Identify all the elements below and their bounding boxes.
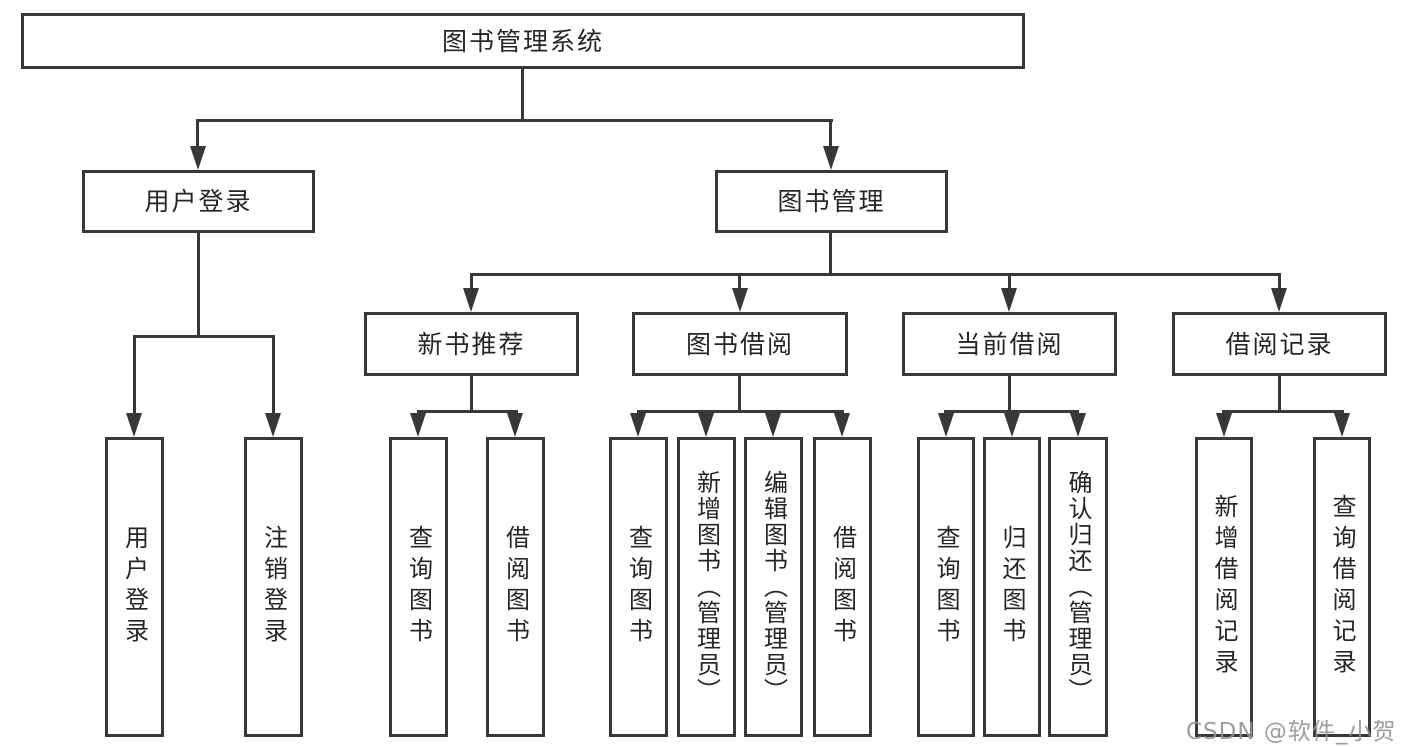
leaf-query-books-borrow: 查询图书	[609, 437, 668, 737]
connector-drop-user-login	[196, 119, 199, 149]
leaf-query-books-current: 查询图书	[917, 437, 975, 737]
connector-drop-leaf-logout	[272, 335, 275, 415]
arrowhead-leaf-10	[1070, 413, 1086, 437]
arrowhead-leaf-5	[698, 413, 714, 437]
connector-drop-recommend	[470, 273, 473, 291]
leaf-edit-books-admin: 编辑图书（管理员）	[744, 437, 803, 737]
connector-recommend-bar	[417, 410, 518, 413]
leaf-query-borrow-record: 查询借阅记录	[1313, 437, 1371, 737]
connector-borrow-bar	[637, 410, 844, 413]
arrowhead-borrow	[732, 288, 748, 312]
connector-level2-bar	[196, 119, 833, 122]
arrowhead-leaf-2	[410, 413, 426, 437]
connector-book-mgmt-stub	[829, 233, 832, 273]
connector-current-stub	[1008, 375, 1011, 411]
leaf-logout: 注销登录	[244, 437, 303, 737]
connector-record-bar	[1223, 410, 1344, 413]
connector-drop-book-mgmt	[829, 119, 832, 149]
arrowhead-leaf-7	[834, 413, 850, 437]
leaf-borrow-books: 借阅图书	[813, 437, 872, 737]
connector-record-stub	[1278, 375, 1281, 411]
arrowhead-leaf-9	[1004, 413, 1020, 437]
connector-user-login-bar	[133, 335, 275, 338]
node-current-borrow: 当前借阅	[902, 312, 1117, 376]
leaf-return-books: 归还图书	[983, 437, 1041, 737]
connector-drop-current	[1008, 273, 1011, 291]
node-book-management: 图书管理	[715, 170, 948, 233]
arrowhead-leaf-6	[765, 413, 781, 437]
node-user-login: 用户登录	[82, 170, 315, 233]
arrowhead-leaf-8	[938, 413, 954, 437]
arrowhead-record	[1271, 288, 1287, 312]
node-new-book-recommend: 新书推荐	[364, 312, 579, 376]
arrowhead-current	[1001, 288, 1017, 312]
connector-recommend-stub	[470, 375, 473, 411]
arrowhead-user-login	[190, 146, 206, 170]
leaf-borrow-books-recommend: 借阅图书	[486, 437, 545, 737]
connector-borrow-stub	[738, 375, 741, 411]
arrowhead-leaf-logout	[265, 413, 281, 437]
connector-root-stub	[521, 69, 524, 119]
leaf-add-books-admin: 新增图书（管理员）	[677, 437, 736, 737]
csdn-watermark: CSDN @软件_小贺同学	[1186, 719, 1397, 745]
arrowhead-recommend	[463, 288, 479, 312]
arrowhead-leaf-3	[507, 413, 523, 437]
arrowhead-leaf-12	[1334, 413, 1350, 437]
arrowhead-book-mgmt	[823, 146, 839, 170]
leaf-query-books-recommend: 查询图书	[389, 437, 448, 737]
arrowhead-leaf-11	[1216, 413, 1232, 437]
arrowhead-leaf-4	[630, 413, 646, 437]
node-root-library-system: 图书管理系统	[21, 13, 1025, 69]
node-book-borrow: 图书借阅	[632, 312, 848, 376]
arrowhead-leaf-login	[126, 413, 142, 437]
connector-user-login-stub	[197, 233, 200, 335]
leaf-confirm-return-admin: 确认归还（管理员）	[1048, 437, 1108, 737]
connector-drop-leaf-login	[133, 335, 136, 415]
leaf-user-login: 用户登录	[105, 437, 164, 737]
leaf-add-borrow-record: 新增借阅记录	[1195, 437, 1253, 737]
connector-drop-record	[1278, 273, 1281, 291]
node-borrow-record: 借阅记录	[1172, 312, 1387, 376]
connector-drop-borrow	[738, 273, 741, 291]
connector-level3-bar	[470, 273, 1280, 276]
